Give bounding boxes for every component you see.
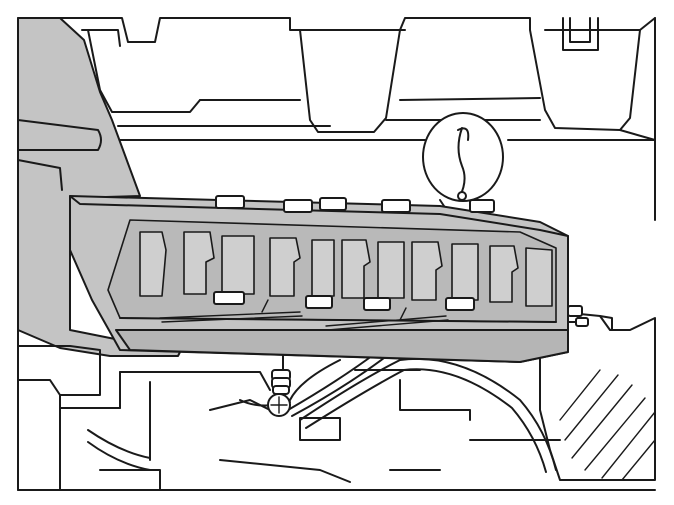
trim-panel [17, 17, 181, 357]
bulb-icon [422, 112, 504, 213]
fuse-slots [139, 231, 553, 307]
fuse-box-icon [69, 195, 589, 363]
screw-icon [267, 347, 291, 417]
dashboard-upper-structure [59, 17, 656, 221]
